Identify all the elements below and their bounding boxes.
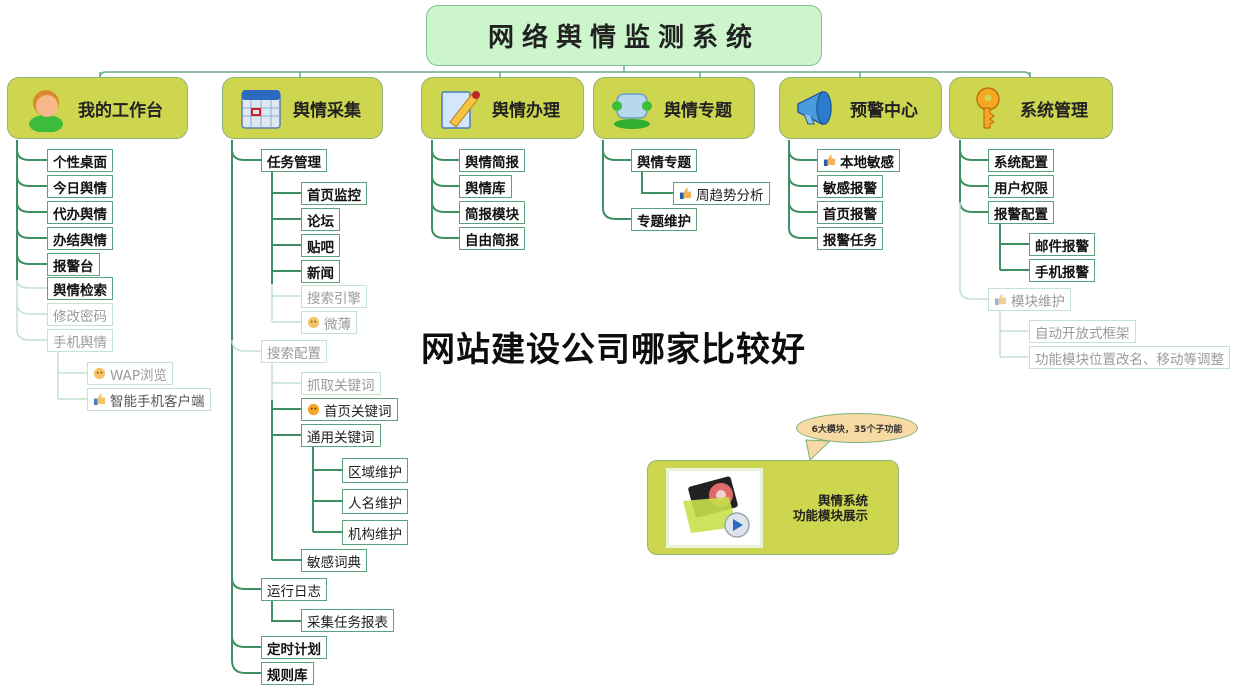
node-tieba[interactable]: 贴吧	[301, 234, 340, 257]
node-sms-alarm[interactable]: 手机报警	[1029, 259, 1095, 282]
node-collection-task-report[interactable]: 采集任务报表	[301, 609, 394, 632]
node-module-maintenance[interactable]: 模块维护	[988, 288, 1071, 311]
node-user-permissions[interactable]: 用户权限	[988, 175, 1054, 198]
node-news[interactable]: 新闻	[301, 260, 340, 283]
category-handling[interactable]: 舆情办理	[421, 77, 584, 139]
thumbs-up-icon	[679, 187, 692, 200]
megaphone-icon	[797, 90, 832, 126]
showcase-line1: 舆情系统	[817, 493, 868, 508]
node-weekly-trend[interactable]: 周趋势分析	[673, 182, 770, 205]
category-label: 舆情办理	[492, 100, 560, 121]
node-alarm-task[interactable]: 报警任务	[817, 227, 883, 250]
root-node: 网络舆情监测系统	[426, 5, 822, 66]
node-pending-opinion[interactable]: 代办舆情	[47, 201, 113, 224]
smiley-icon	[93, 367, 106, 380]
node-crawl-keywords[interactable]: 抓取关键词	[301, 372, 381, 395]
category-label: 系统管理	[1020, 100, 1088, 121]
category-alert-center[interactable]: 预警中心	[779, 77, 942, 139]
category-label: 舆情采集	[293, 100, 361, 121]
node-opinion-search[interactable]: 舆情检索	[47, 277, 113, 300]
node-topic-maintenance[interactable]: 专题维护	[631, 208, 697, 231]
user-avatar-icon	[29, 90, 63, 132]
node-person-maintenance[interactable]: 人名维护	[342, 489, 408, 514]
node-brief-template[interactable]: 简报模块	[459, 201, 525, 224]
node-search-engine[interactable]: 搜索引擎	[301, 285, 367, 308]
category-collection[interactable]: 舆情采集	[222, 77, 383, 139]
thumbs-up-icon	[994, 293, 1007, 306]
node-email-alarm[interactable]: 邮件报警	[1029, 233, 1095, 256]
category-topics[interactable]: 舆情专题	[593, 77, 755, 139]
node-module-rearrange[interactable]: 功能模块位置改名、移动等调整	[1029, 346, 1230, 369]
showcase-line2: 功能模块展示	[792, 508, 868, 523]
category-system-admin[interactable]: 系统管理	[949, 77, 1113, 139]
node-closed-opinion[interactable]: 办结舆情	[47, 227, 113, 250]
smiley-icon	[307, 316, 320, 329]
node-region-maintenance[interactable]: 区域维护	[342, 458, 408, 483]
node-homepage-monitor[interactable]: 首页监控	[301, 182, 367, 205]
node-general-keywords[interactable]: 通用关键词	[301, 424, 381, 447]
node-free-brief[interactable]: 自由简报	[459, 227, 525, 250]
node-task-management[interactable]: 任务管理	[261, 149, 327, 172]
calendar-icon	[241, 90, 281, 129]
node-homepage-alarm[interactable]: 首页报警	[817, 201, 883, 224]
node-change-password[interactable]: 修改密码	[47, 303, 113, 326]
node-opinion-topic[interactable]: 舆情专题	[631, 149, 697, 172]
node-today-opinion[interactable]: 今日舆情	[47, 175, 113, 198]
node-sensitive-alarm[interactable]: 敏感报警	[817, 175, 883, 198]
category-label: 舆情专题	[664, 100, 732, 121]
node-personal-desktop[interactable]: 个性桌面	[47, 149, 113, 172]
media-thumbnail	[666, 468, 763, 548]
node-homepage-keywords[interactable]: 首页关键词	[301, 398, 398, 421]
key-icon	[976, 87, 1000, 129]
node-alarm-desk[interactable]: 报警台	[47, 253, 100, 276]
node-opinion-brief[interactable]: 舆情简报	[459, 149, 525, 172]
watermark-text: 网站建设公司哪家比较好	[421, 330, 806, 370]
category-label: 我的工作台	[78, 100, 163, 121]
pencil-document-icon	[441, 91, 480, 129]
media-folder-play-icon	[683, 476, 750, 538]
root-title: 网络舆情监测系统	[487, 23, 760, 53]
thumbs-up-icon	[93, 393, 106, 406]
node-forum[interactable]: 论坛	[301, 208, 340, 231]
thumbs-up-icon	[823, 154, 836, 167]
node-mobile-opinion[interactable]: 手机舆情	[47, 329, 113, 352]
node-opinion-library[interactable]: 舆情库	[459, 175, 512, 198]
node-wap-browse[interactable]: WAP浏览	[87, 362, 173, 385]
node-scheduled-plan[interactable]: 定时计划	[261, 636, 327, 659]
node-org-maintenance[interactable]: 机构维护	[342, 520, 408, 545]
module-showcase-button[interactable]: 舆情系统 功能模块展示	[647, 460, 899, 555]
node-smartphone-client[interactable]: 智能手机客户端	[87, 388, 211, 411]
node-alarm-config[interactable]: 报警配置	[988, 201, 1054, 224]
card-holder-icon	[612, 93, 652, 129]
node-local-sensitive[interactable]: 本地敏感	[817, 149, 900, 172]
category-label: 预警中心	[850, 100, 918, 121]
callout-bubble: 6大模块，35个子功能	[796, 413, 918, 443]
node-search-config[interactable]: 搜索配置	[261, 340, 327, 363]
node-sensitive-dictionary[interactable]: 敏感词典	[301, 549, 367, 572]
showcase-label: 舆情系统 功能模块展示	[778, 493, 868, 523]
node-auto-open-framework[interactable]: 自动开放式框架	[1029, 320, 1136, 343]
smiley-icon	[307, 403, 320, 416]
node-rule-library[interactable]: 规则库	[261, 662, 314, 685]
category-my-workbench[interactable]: 我的工作台	[7, 77, 188, 139]
node-run-log[interactable]: 运行日志	[261, 578, 327, 601]
node-weibo[interactable]: 微薄	[301, 311, 357, 334]
node-system-config[interactable]: 系统配置	[988, 149, 1054, 172]
